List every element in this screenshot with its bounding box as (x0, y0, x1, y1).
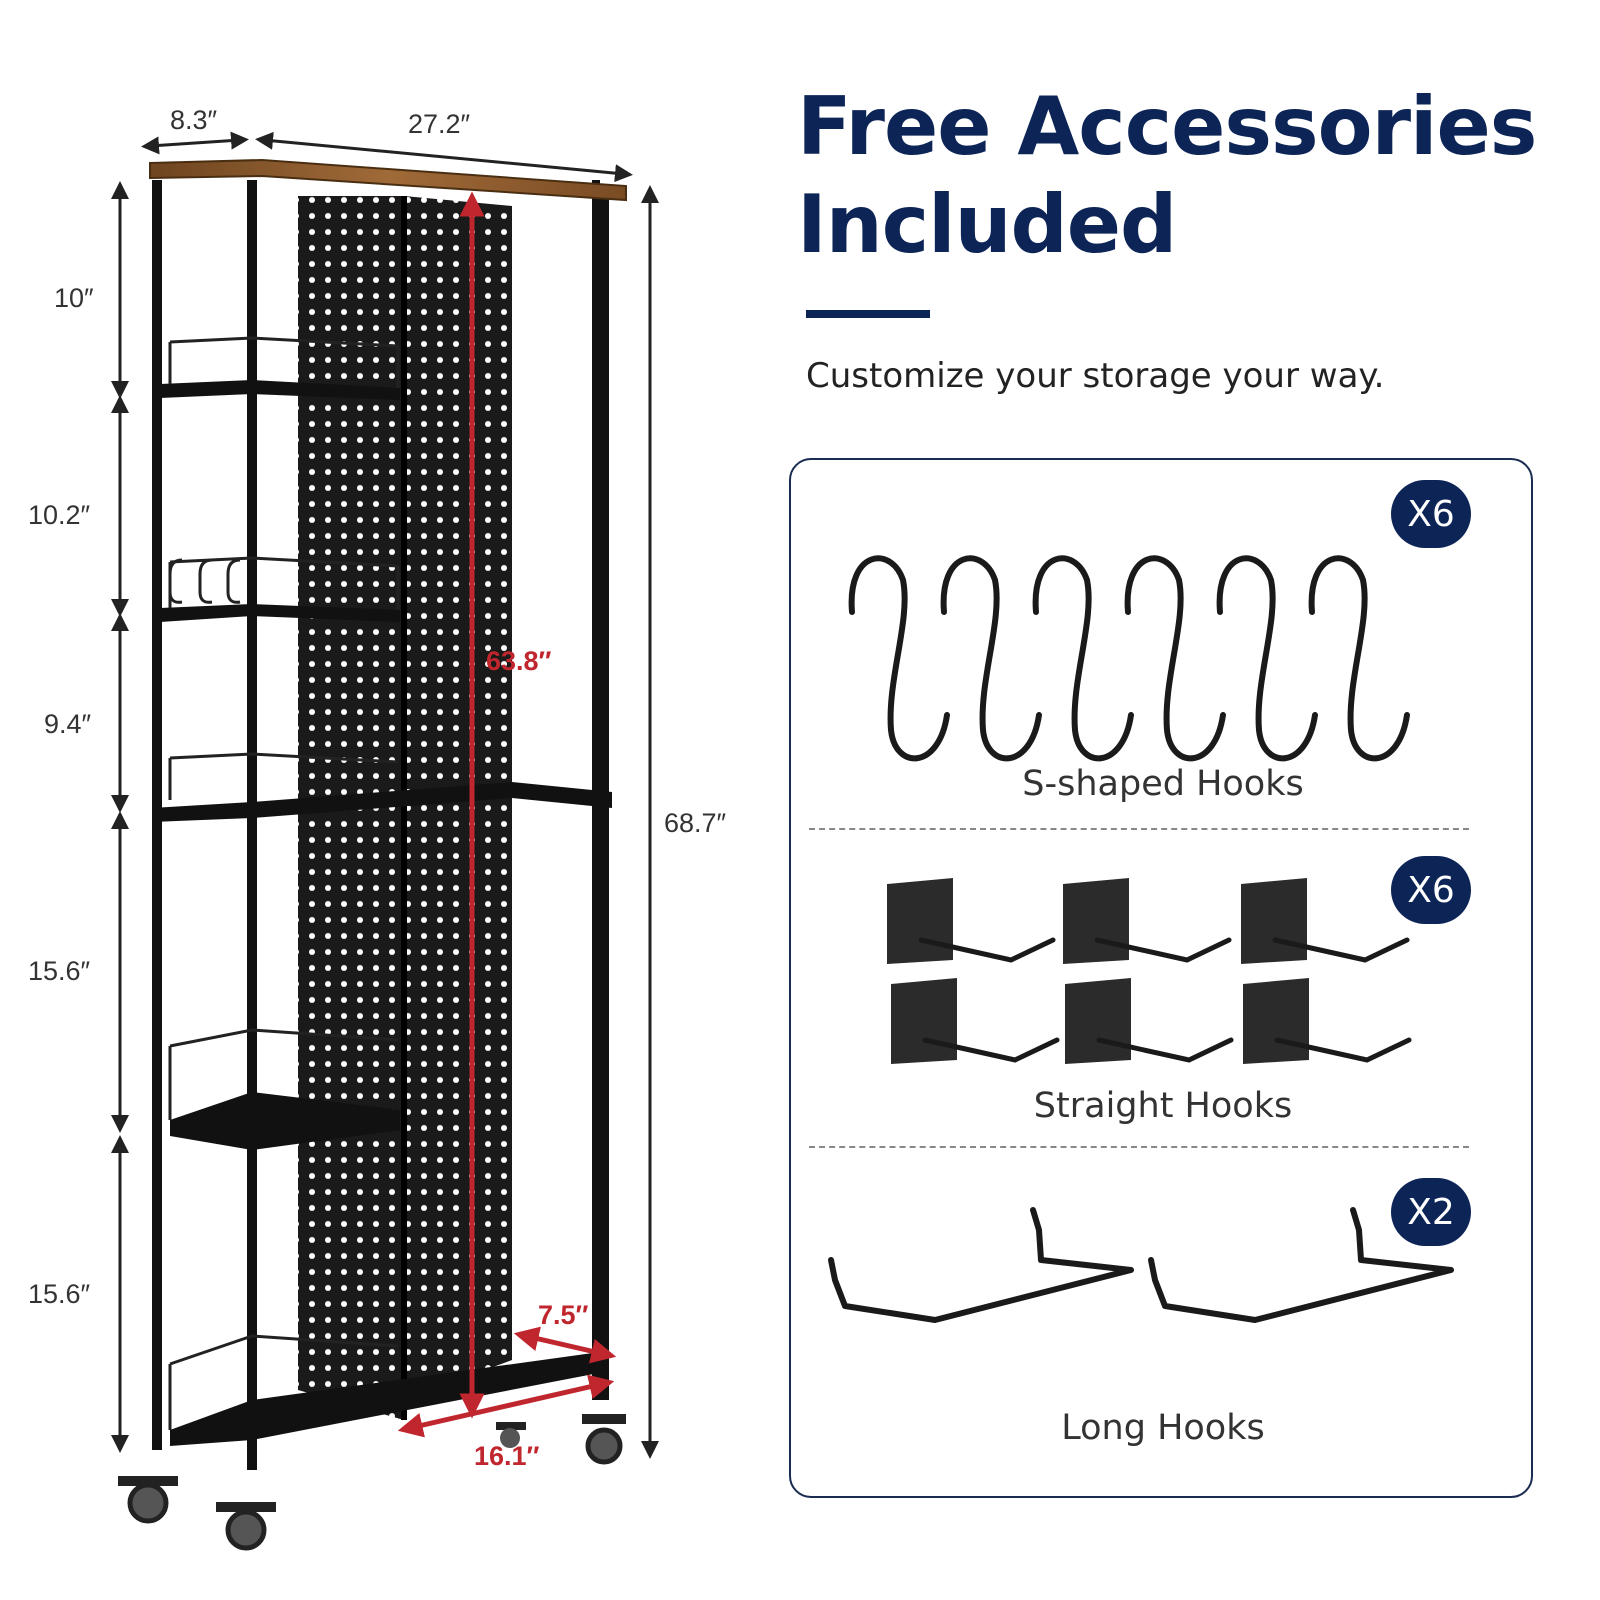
dimension-lines (111, 131, 659, 1459)
accessories-card: X6 S-shaped Hooks X6 Straight Hooks X2 L… (789, 458, 1533, 1498)
bottom-depth-label: 7.5″ (538, 1300, 589, 1330)
accessories-illustration (828, 555, 1454, 1323)
red-dimension-lines (397, 191, 617, 1438)
s-hooks-label: S-shaped Hooks (1022, 764, 1304, 804)
straight-hook-icons (887, 878, 1412, 1064)
total-height-label: 68.7″ (664, 808, 727, 838)
gap-label-4: 15.6″ (28, 956, 91, 986)
straight-hooks-label: Straight Hooks (1033, 1086, 1293, 1126)
width-label: 27.2″ (408, 109, 471, 139)
pegboard-height-label: 63.8″ (486, 646, 552, 676)
gap-label-3: 9.4″ (44, 709, 92, 739)
title-accent-bar (806, 310, 930, 318)
shelf-illustration: 8.3″ 27.2″ 10″ 10.2″ 9.4″ 15.6″ 15.6″ 68… (28, 105, 727, 1551)
quantity-badge-straight-hooks: X6 (1391, 856, 1471, 924)
long-hook-icons (828, 1207, 1454, 1323)
title-line-1: Free Accessories (797, 80, 1537, 173)
title-line-2: Included (797, 178, 1177, 271)
depth-label: 8.3″ (170, 105, 218, 135)
subtitle: Customize your storage your way. (806, 356, 1385, 396)
quantity-badge-long-hooks: X2 (1391, 1178, 1471, 1246)
gap-label-5: 15.6″ (28, 1279, 91, 1309)
s-hook-icons (848, 555, 1410, 762)
long-hooks-label: Long Hooks (1061, 1408, 1265, 1448)
quantity-badge-s-hooks: X6 (1391, 480, 1471, 548)
divider-1 (809, 828, 1469, 830)
bottom-width-label: 16.1″ (474, 1441, 540, 1471)
gap-label-2: 10.2″ (28, 500, 91, 530)
gap-label-1: 10″ (54, 283, 94, 313)
page-title: Free Accessories Included (797, 78, 1577, 274)
divider-2 (809, 1146, 1469, 1148)
